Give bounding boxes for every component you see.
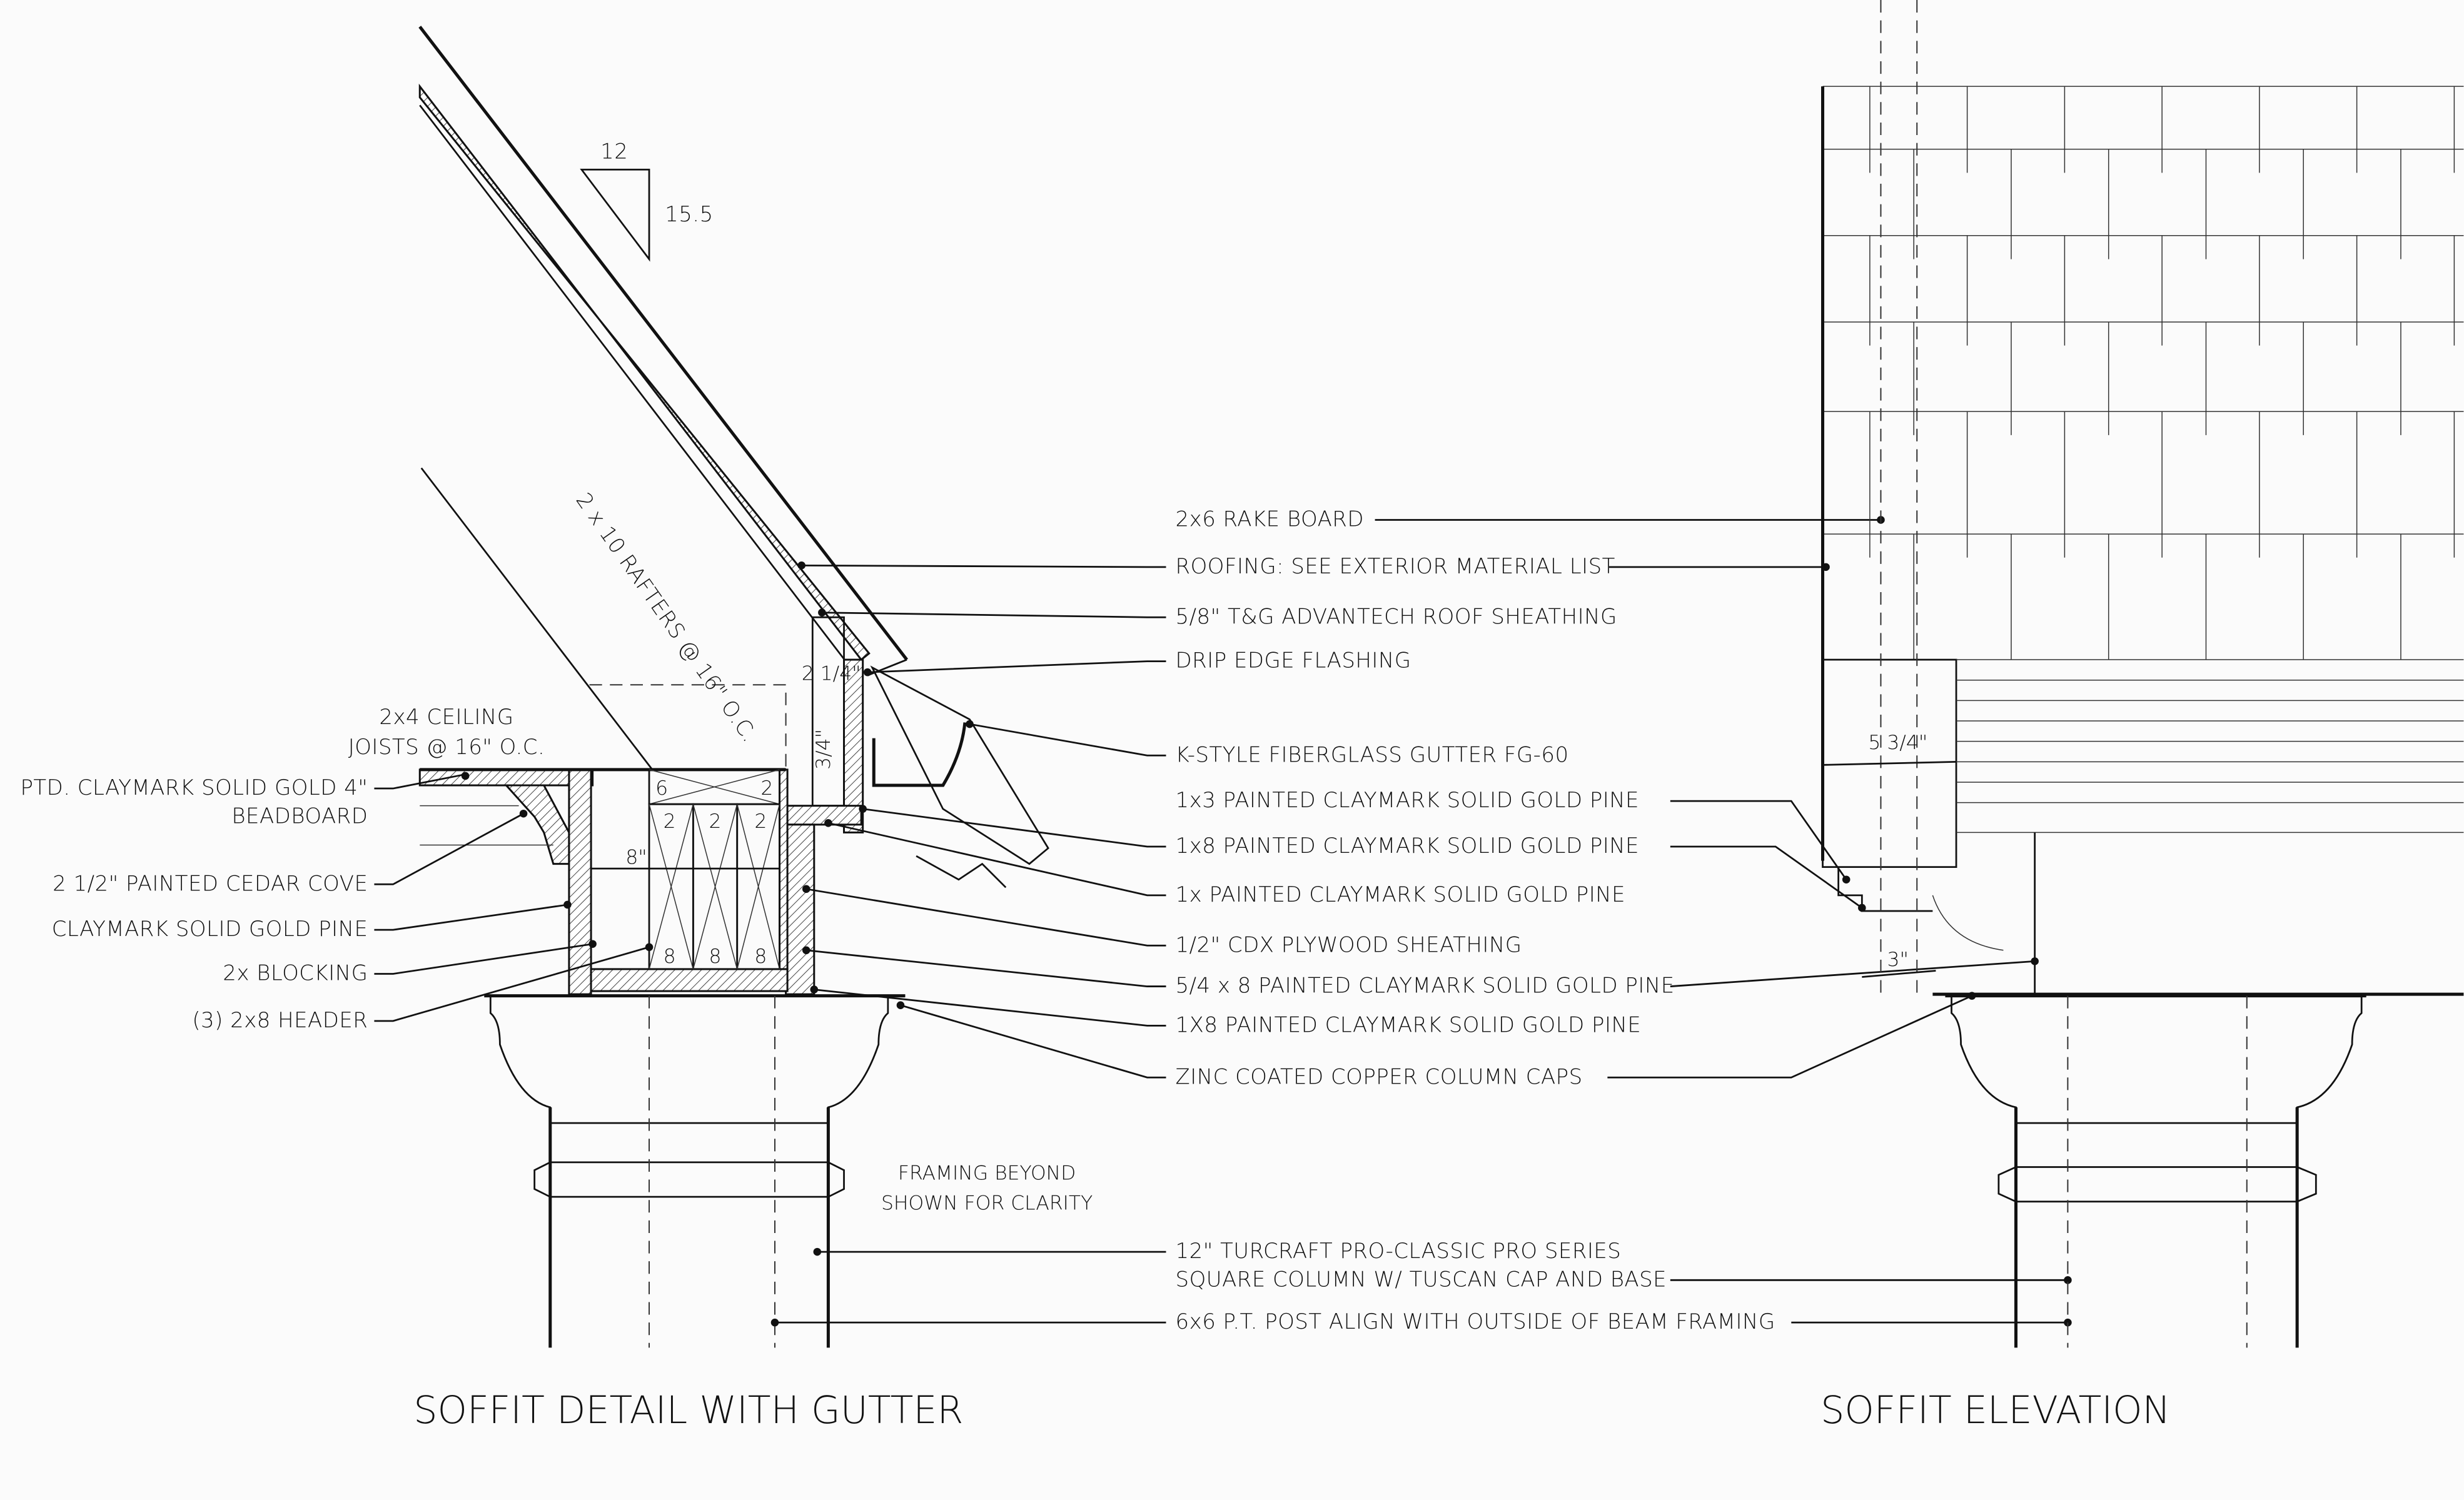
mark-top-b: 2 bbox=[760, 777, 773, 800]
leader-dot bbox=[770, 1318, 779, 1327]
callout-cove: 2 1/2" PAINTED CEDAR COVE bbox=[53, 871, 368, 895]
leader-line bbox=[814, 989, 1166, 1027]
slope-rise: 15.5 bbox=[665, 202, 714, 226]
mark-mid: 2 bbox=[754, 810, 767, 833]
leader-line bbox=[862, 808, 1166, 848]
leader-line bbox=[806, 949, 1166, 987]
dim-return: 3" bbox=[1887, 949, 1909, 971]
soffit-elevation: 5 3/4" 3" bbox=[1821, 0, 2464, 1348]
title-detail: SOFFIT DETAIL WITH GUTTER bbox=[413, 1389, 963, 1432]
dim-fascia-b: 3/4" bbox=[812, 729, 835, 770]
beam-header: 6 2 2 2 2 8 8 8 8" 2 1/4" 3/4" bbox=[418, 663, 861, 995]
leader-dot bbox=[966, 720, 974, 728]
leader-line bbox=[801, 564, 1166, 568]
dim-rake: 5 3/4" bbox=[1868, 732, 1927, 754]
mark-bottom: 8 bbox=[754, 945, 767, 968]
leader-dot bbox=[1842, 875, 1851, 884]
left-callouts: PTD. CLAYMARK SOLID GOLD 4" BEADBOARD 2 … bbox=[20, 772, 654, 1032]
mark-mid: 2 bbox=[664, 810, 676, 833]
slope-indicator: 12 15.5 bbox=[580, 139, 714, 262]
leader-dot bbox=[859, 805, 867, 813]
leader-dot bbox=[2064, 1318, 2072, 1327]
leader-dot bbox=[797, 561, 805, 570]
leader-line bbox=[822, 612, 1166, 618]
soffit-detail: 12 15.5 bbox=[348, 26, 1093, 1348]
callout-label: 12" TURCRAFT PRO-CLASSIC PRO SERIES bbox=[1176, 1239, 1622, 1263]
callout-beadboard: BEADBOARD bbox=[231, 803, 368, 828]
leader-dot bbox=[813, 1247, 822, 1256]
callout-label: 1X8 PAINTED CLAYMARK SOLID GOLD PINE bbox=[1176, 1012, 1642, 1037]
note-line: FRAMING BEYOND bbox=[898, 1162, 1076, 1185]
rafters-label: 2 x 10 RAFTERS @ 16" O.C. bbox=[571, 488, 762, 747]
callout-label: K-STYLE FIBERGLASS GUTTER FG-60 bbox=[1176, 742, 1569, 767]
lap-siding bbox=[1956, 659, 2464, 833]
dim-header-width: 8" bbox=[625, 847, 647, 869]
leader-dot bbox=[896, 1001, 905, 1009]
column-left bbox=[484, 994, 906, 1348]
leader-dot bbox=[824, 819, 832, 827]
leader-dot bbox=[863, 668, 872, 677]
leader-line bbox=[1670, 800, 1847, 880]
right-callouts: 2x6 RAKE BOARD ROOFING: SEE EXTERIOR MATE… bbox=[770, 507, 2072, 1334]
leader-line bbox=[1607, 995, 1972, 1079]
callout-label: 1x PAINTED CLAYMARK SOLID GOLD PINE bbox=[1176, 882, 1625, 907]
dim-fascia-a: 2 1/4" bbox=[802, 663, 861, 685]
mark-bottom: 8 bbox=[664, 945, 676, 968]
callout-label: 2x6 RAKE BOARD bbox=[1176, 507, 1364, 531]
leader-dot bbox=[810, 985, 819, 994]
callout-blocking: 2x BLOCKING bbox=[223, 961, 368, 985]
leader-line bbox=[806, 888, 1166, 947]
callout-label: ROOFING: SEE EXTERIOR MATERIAL LIST bbox=[1176, 554, 1615, 578]
title-elevation: SOFFIT ELEVATION bbox=[1820, 1389, 2171, 1432]
mark-mid: 2 bbox=[709, 810, 721, 833]
leader-line bbox=[867, 660, 1166, 673]
callout-label: 1/2" CDX PLYWOOD SHEATHING bbox=[1176, 932, 1522, 957]
leader-line bbox=[1670, 845, 1863, 909]
roof-assembly bbox=[418, 26, 1049, 888]
leader-dot bbox=[2064, 1276, 2072, 1284]
slope-run: 12 bbox=[600, 139, 628, 164]
leader-line bbox=[828, 822, 1166, 897]
fascia-assembly bbox=[785, 616, 864, 995]
callout-label: 5/4 x 8 PAINTED CLAYMARK SOLID GOLD PINE bbox=[1176, 974, 1675, 998]
callout-pine: CLAYMARK SOLID GOLD PINE bbox=[52, 917, 368, 941]
callout-label: 6x6 P.T. POST ALIGN WITH OUTSIDE OF BEAM… bbox=[1176, 1309, 1775, 1334]
leader-line bbox=[1670, 960, 2035, 987]
leader-dot bbox=[818, 608, 826, 617]
callout-label: 5/8" T&G ADVANTECH ROOF SHEATHING bbox=[1176, 604, 1617, 628]
callout-label: ZINC COATED COPPER COLUMN CAPS bbox=[1176, 1064, 1583, 1089]
leader-line bbox=[969, 723, 1166, 757]
leader-line bbox=[900, 1004, 1166, 1079]
framing-note: FRAMING BEYOND SHOWN FOR CLARITY bbox=[881, 1162, 1093, 1215]
callout-beadboard: PTD. CLAYMARK SOLID GOLD 4" bbox=[20, 775, 368, 800]
ceiling-joists-label: 2x4 CEILING bbox=[379, 705, 513, 729]
mark-top-a: 6 bbox=[655, 777, 668, 800]
ceiling-joists-label: JOISTS @ 16" O.C. bbox=[348, 735, 545, 759]
callout-label: SQUARE COLUMN W/ TUSCAN CAP AND BASE bbox=[1176, 1267, 1667, 1291]
shingle-siding bbox=[1822, 86, 2464, 660]
column-right bbox=[1945, 994, 2366, 1348]
callout-label: 1x8 PAINTED CLAYMARK SOLID GOLD PINE bbox=[1176, 833, 1640, 858]
leader-dot bbox=[802, 885, 810, 893]
leader-dot bbox=[802, 946, 810, 955]
callout-label: DRIP EDGE FLASHING bbox=[1176, 648, 1411, 673]
mark-bottom: 8 bbox=[709, 945, 721, 968]
callout-header: (3) 2x8 HEADER bbox=[192, 1008, 368, 1032]
callout-label: 1x3 PAINTED CLAYMARK SOLID GOLD PINE bbox=[1176, 788, 1640, 812]
note-line: SHOWN FOR CLARITY bbox=[881, 1192, 1093, 1214]
